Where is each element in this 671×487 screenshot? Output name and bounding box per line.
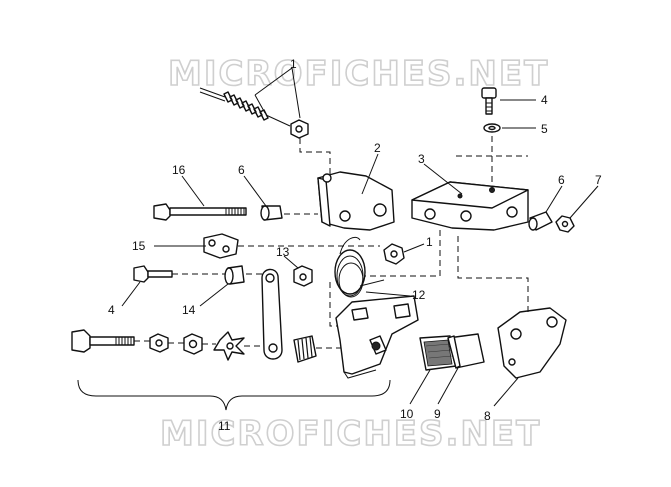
callout-leader-12 bbox=[365, 291, 411, 297]
nut-part-7 bbox=[555, 215, 575, 233]
torsion-spring-part-12 bbox=[334, 236, 385, 298]
callout-leader-16 bbox=[181, 175, 205, 207]
callout-1a: 1 bbox=[290, 57, 297, 71]
star-washer-part bbox=[213, 331, 245, 361]
bolt-part-4-left bbox=[133, 265, 173, 283]
callout-leader-1b bbox=[403, 243, 425, 253]
nut-hole bbox=[390, 250, 398, 258]
cable-adjuster-part bbox=[199, 87, 309, 139]
callout-10: 10 bbox=[400, 407, 414, 421]
callout-5: 5 bbox=[541, 122, 548, 136]
callout-leader-3 bbox=[423, 163, 463, 195]
mount-bracket-part-3 bbox=[411, 181, 529, 231]
watermark-bottom: MICROFICHES.NET bbox=[160, 414, 541, 454]
callout-11: 11 bbox=[218, 419, 231, 433]
spacer-part-6-left bbox=[260, 205, 283, 221]
callout-2: 2 bbox=[374, 141, 381, 155]
assembly-line-12 bbox=[329, 282, 340, 327]
group-bracket-11 bbox=[77, 379, 391, 411]
callout-16: 16 bbox=[172, 163, 186, 177]
callout-leader-4b bbox=[121, 281, 141, 307]
bolt-part-11 bbox=[71, 329, 135, 353]
pinion-gear-part bbox=[293, 335, 317, 363]
callout-leader-2 bbox=[361, 153, 379, 195]
bushing-part-14 bbox=[224, 265, 245, 285]
callout-7: 7 bbox=[595, 173, 602, 187]
callout-14: 14 bbox=[182, 303, 196, 317]
callout-leader-8 bbox=[493, 377, 519, 407]
brake-pad-part-9 bbox=[447, 333, 485, 369]
callout-6b: 6 bbox=[558, 173, 565, 187]
spacer-part-6-right bbox=[528, 211, 553, 231]
callout-leader-7 bbox=[569, 185, 599, 219]
callout-leader-9 bbox=[437, 367, 459, 405]
callout-leader-13 bbox=[283, 255, 299, 269]
callout-9: 9 bbox=[434, 407, 441, 421]
assembly-line-3 bbox=[457, 236, 529, 312]
hex-nut-part bbox=[183, 333, 203, 355]
cover-plate-part-8 bbox=[497, 307, 567, 379]
lock-washer-part bbox=[149, 333, 169, 353]
callout-3: 3 bbox=[418, 152, 425, 166]
callout-12: 12 bbox=[412, 288, 426, 302]
callout-leader-6b bbox=[545, 185, 563, 213]
callout-15: 15 bbox=[132, 239, 146, 253]
callout-4a: 4 bbox=[541, 93, 548, 107]
callout-8: 8 bbox=[484, 409, 491, 423]
long-bolt-part-16 bbox=[153, 203, 247, 221]
bracket-part-2 bbox=[317, 171, 395, 231]
callout-leader-6a bbox=[243, 175, 267, 207]
lever-arm-part bbox=[261, 268, 283, 360]
watermark-top: MICROFICHES.NET bbox=[168, 54, 549, 94]
caliper-body-part bbox=[335, 295, 419, 379]
callout-1b: 1 bbox=[426, 235, 433, 249]
assembly-line-1 bbox=[299, 138, 331, 175]
bolt-part-4-top bbox=[481, 87, 497, 115]
callout-13: 13 bbox=[276, 245, 290, 259]
nut-13-hole bbox=[299, 273, 307, 281]
callout-leader-10 bbox=[409, 369, 431, 405]
callout-leader-1a-b bbox=[254, 94, 266, 114]
lever-plate-part-15 bbox=[203, 233, 239, 259]
assembly-line-1b bbox=[362, 230, 441, 277]
callout-4b: 4 bbox=[108, 303, 115, 317]
callout-leader-14 bbox=[199, 283, 229, 307]
washer-hole bbox=[488, 125, 496, 131]
callout-6a: 6 bbox=[238, 163, 245, 177]
callout-leader-1a bbox=[254, 67, 301, 119]
